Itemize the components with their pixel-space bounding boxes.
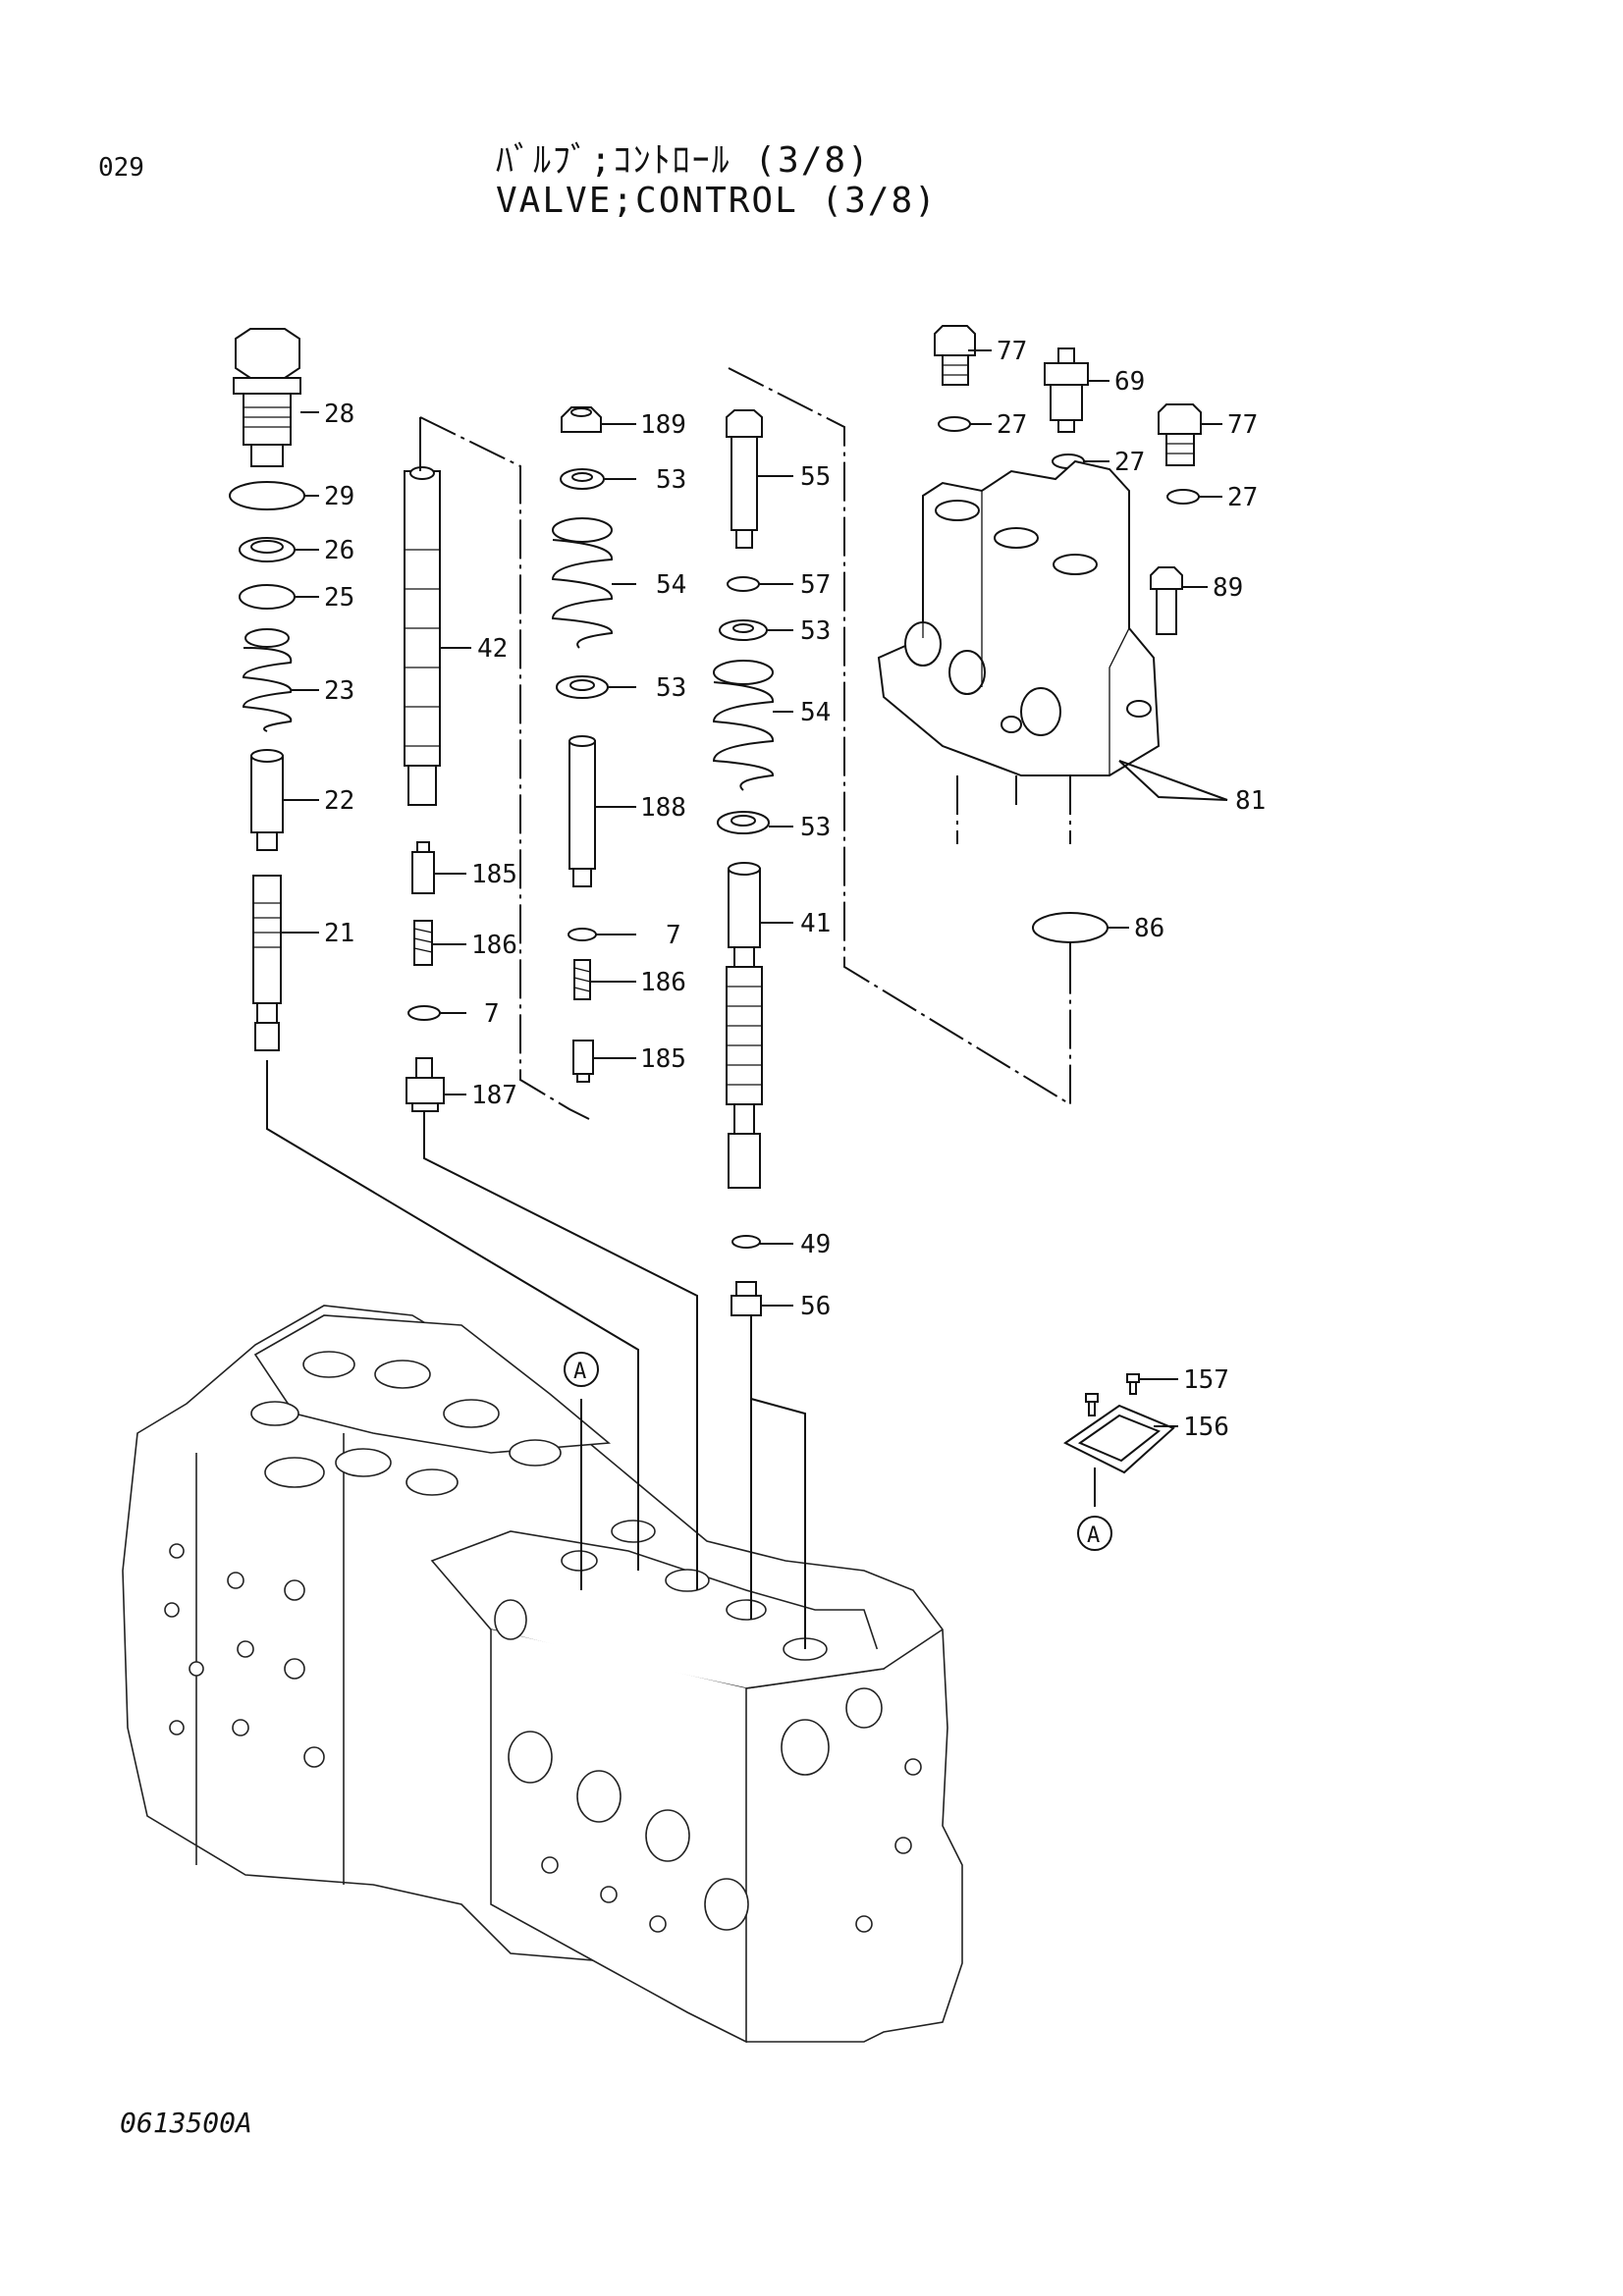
spool-41 — [726, 862, 763, 1189]
seat-53-a — [560, 468, 605, 490]
label-185-a: 185 — [471, 860, 517, 889]
label-186-b: 186 — [640, 968, 686, 997]
label-27-b: 27 — [1114, 448, 1145, 477]
control-valve-body — [122, 1305, 963, 2044]
spring-186-b — [573, 959, 591, 1000]
label-77-a: 77 — [997, 337, 1027, 366]
label-186-a: 186 — [471, 931, 517, 960]
seat-53-c — [719, 619, 768, 641]
label-25: 25 — [324, 583, 354, 613]
label-81: 81 — [1235, 786, 1266, 816]
spring-186-a — [413, 920, 433, 966]
label-54-a: 54 — [656, 570, 686, 600]
label-188: 188 — [640, 793, 686, 823]
page-number: 029 — [98, 153, 144, 183]
spring-54-a — [551, 517, 613, 649]
reference-marker-a-detail: A — [1077, 1516, 1112, 1551]
o-ring-57 — [727, 576, 760, 592]
label-69: 69 — [1114, 367, 1145, 397]
label-26: 26 — [324, 536, 354, 565]
label-53-b: 53 — [656, 673, 686, 703]
reference-marker-a-body: A — [564, 1352, 599, 1387]
title-english: VALVE;CONTROL (3/8) — [496, 181, 938, 221]
label-23: 23 — [324, 676, 354, 706]
screw-157-a — [1085, 1393, 1099, 1416]
label-77-b: 77 — [1227, 410, 1258, 440]
o-ring-7-a — [407, 1005, 441, 1021]
label-28: 28 — [324, 400, 354, 429]
spool-185-a — [411, 841, 435, 894]
label-187: 187 — [471, 1081, 517, 1110]
seat-53-b — [556, 675, 609, 699]
plug-28 — [233, 328, 301, 467]
label-53-d: 53 — [800, 813, 831, 842]
label-42: 42 — [477, 634, 508, 664]
label-57: 57 — [800, 570, 831, 600]
spool-21 — [252, 875, 282, 1051]
spool-185-b — [572, 1040, 594, 1083]
o-ring-86 — [1032, 912, 1109, 943]
plug-56 — [730, 1281, 762, 1316]
label-27-c: 27 — [1227, 483, 1258, 512]
bolt-89 — [1150, 566, 1183, 635]
label-7-b: 7 — [666, 921, 681, 950]
spool-assembly-left — [229, 328, 319, 1051]
marker-a-text: A — [573, 1360, 586, 1384]
spool-assembly-188 — [551, 406, 636, 1083]
pin-55 — [726, 409, 763, 549]
label-156: 156 — [1183, 1413, 1229, 1442]
label-49: 49 — [800, 1230, 831, 1259]
label-55: 55 — [800, 462, 831, 492]
label-22: 22 — [324, 786, 354, 816]
detail-a-plate — [1063, 1373, 1178, 1507]
spool-188 — [568, 735, 596, 887]
o-ring-29 — [229, 481, 305, 510]
o-ring-49 — [731, 1235, 761, 1249]
label-54-b: 54 — [800, 698, 831, 727]
valve-69 — [1044, 347, 1089, 433]
label-157: 157 — [1183, 1365, 1229, 1395]
label-185-b: 185 — [640, 1044, 686, 1074]
part-number-labels: 28 29 26 25 23 22 21 42 185 186 7 187 18… — [324, 337, 1266, 1442]
ring-26 — [239, 537, 296, 562]
label-89: 89 — [1213, 573, 1243, 603]
marker-a-text: A — [1087, 1523, 1100, 1548]
seat-53-d — [717, 811, 770, 834]
label-53-a: 53 — [656, 465, 686, 495]
label-189: 189 — [640, 410, 686, 440]
o-ring-27-c — [1166, 489, 1200, 505]
spring-54-b — [712, 660, 774, 791]
label-27-a: 27 — [997, 410, 1027, 440]
label-41: 41 — [800, 909, 831, 938]
label-7-a: 7 — [484, 999, 500, 1029]
plug-77-a — [934, 325, 976, 386]
label-29: 29 — [324, 482, 354, 511]
plug-77-b — [1158, 403, 1202, 466]
plug-187 — [406, 1057, 445, 1112]
spool-assembly-42 — [404, 417, 471, 1112]
cap-189 — [561, 406, 602, 433]
title-japanese: ﾊﾞﾙﾌﾞ;ｺﾝﾄﾛｰﾙ (3/8) — [496, 140, 871, 181]
label-86: 86 — [1134, 914, 1164, 943]
label-53-c: 53 — [800, 616, 831, 646]
spool-42 — [404, 466, 441, 806]
o-ring-7-b — [568, 928, 597, 941]
spool-assembly-41 — [712, 409, 793, 1316]
drawing-code: 0613500A — [120, 2107, 252, 2139]
spool-22 — [250, 749, 284, 851]
cover-81 — [877, 459, 1161, 776]
screw-157-b — [1126, 1373, 1140, 1395]
cover-assembly — [877, 325, 1228, 943]
o-ring-27-a — [938, 416, 971, 432]
o-ring-25 — [239, 584, 296, 610]
label-56: 56 — [800, 1292, 831, 1321]
label-21: 21 — [324, 919, 354, 948]
spring-23 — [242, 628, 293, 732]
